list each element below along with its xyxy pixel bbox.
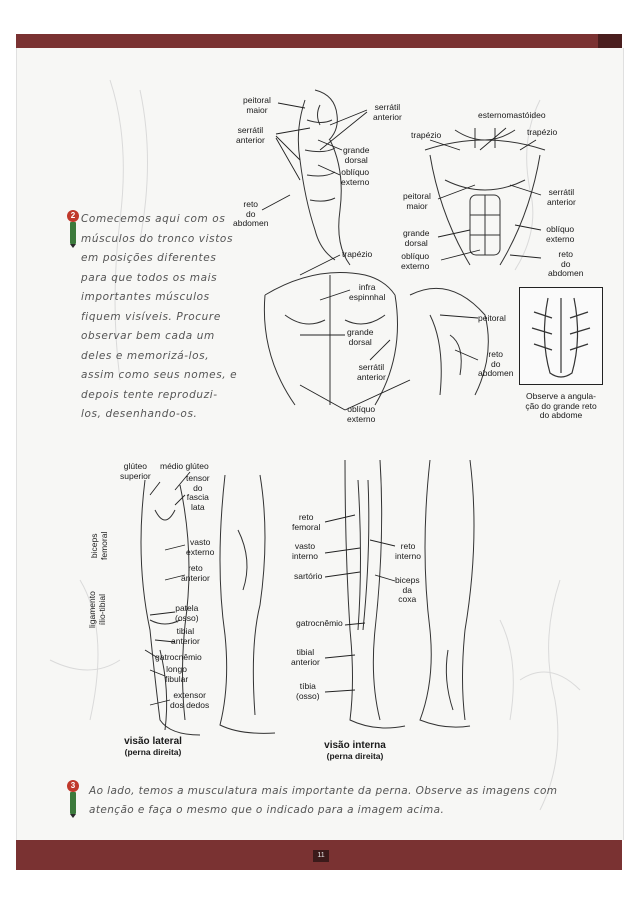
step-2-pencil-icon: 2 bbox=[67, 210, 81, 248]
step-2-instructions: Comecemos aqui com os músculos do tronco … bbox=[81, 210, 241, 425]
step-3-line-2: atenção e faça o mesmo que o indicado pa… bbox=[89, 804, 445, 816]
step-3-instructions: Ao lado, temos a musculatura mais import… bbox=[89, 782, 589, 820]
page-background bbox=[16, 48, 624, 840]
step-2-line: depois tente reproduzi- bbox=[81, 388, 218, 401]
step-2-badge: 2 bbox=[67, 210, 79, 222]
step-2-line: los, desenhando-os. bbox=[81, 408, 198, 420]
caption-lateral-subtitle: (perna direita) bbox=[124, 747, 182, 757]
label-trapezio-back: trapézio bbox=[342, 249, 373, 259]
label-medio-gluteo: médio glúteo bbox=[160, 461, 209, 471]
step-2-line: observar bem cada um bbox=[81, 330, 215, 342]
leg-internal-view bbox=[344, 459, 475, 729]
top-color-band bbox=[16, 34, 622, 48]
label-patela: patela(osso) bbox=[175, 603, 199, 623]
step-2-line: músculos do tronco vistos bbox=[81, 232, 234, 245]
step-2-line: fiquem visíveis. Procure bbox=[81, 310, 221, 323]
step-3-badge: 3 bbox=[67, 780, 79, 792]
step-3-line-1: Ao lado, temos a musculatura mais import… bbox=[89, 785, 558, 797]
step-2-line: assim como seus nomes, e bbox=[81, 369, 238, 381]
step-2-line: para que todos os mais bbox=[81, 271, 218, 284]
caption-internal-subtitle: (perna direita) bbox=[326, 751, 384, 761]
caption-internal-title: visão interna bbox=[324, 740, 386, 751]
label-sartorio: sartório bbox=[294, 571, 323, 581]
page-number: 11 bbox=[313, 850, 329, 862]
label-tibia: tíbia(osso) bbox=[296, 681, 320, 701]
torso-front-view bbox=[424, 128, 546, 266]
label-trapezio-front-right: trapézio bbox=[527, 127, 558, 137]
step-2-line: deles e memorizá-los, bbox=[81, 349, 210, 362]
caption-lateral-title: visão lateral bbox=[124, 736, 182, 747]
step-3-pencil-icon: 3 bbox=[67, 780, 81, 818]
torso-side-view bbox=[297, 89, 351, 266]
abdomen-inset-drawing bbox=[531, 297, 591, 378]
caption-lateral-view: visão lateral (perna direita) bbox=[108, 736, 198, 757]
ghost-illustrations bbox=[49, 79, 581, 811]
label-trapezio-front-left: trapézio bbox=[411, 130, 442, 140]
pencil-icon bbox=[70, 222, 76, 248]
label-gatrocnemio-lateral: gatrocnêmio bbox=[155, 652, 202, 662]
label-gatrocnemio-internal: gatrocnêmio bbox=[296, 618, 343, 628]
pencil-icon bbox=[70, 792, 76, 818]
step-2-line: Comecemos aqui com os bbox=[81, 213, 226, 225]
caption-internal-view: visão interna (perna direita) bbox=[310, 740, 400, 761]
label-peitoral-back: peitoral bbox=[478, 313, 506, 323]
step-2-line: em posições diferentes bbox=[81, 252, 217, 264]
abdomen-inset-box bbox=[519, 287, 603, 385]
label-esternomastoideo: esternomastóideo bbox=[478, 110, 546, 120]
step-2-line: importantes músculos bbox=[81, 291, 210, 303]
